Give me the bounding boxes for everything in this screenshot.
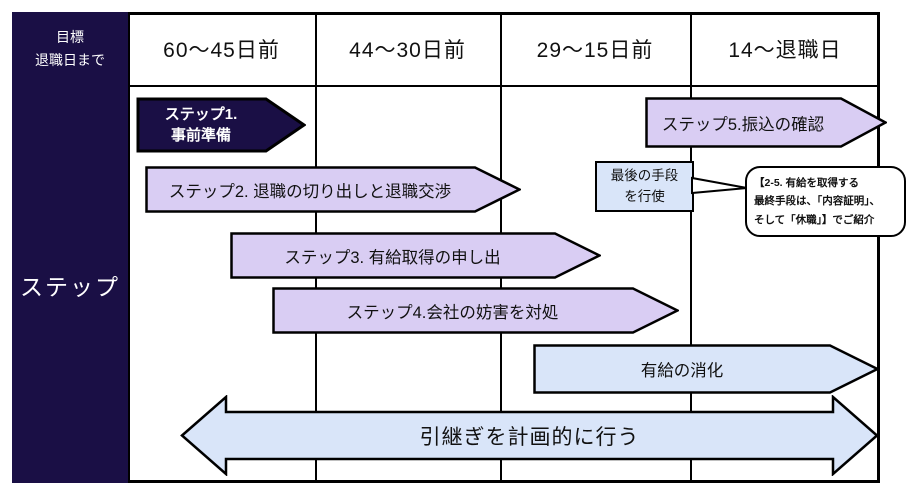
last-resort-line2: を行使	[624, 188, 665, 204]
callout-line2: 最終手段は、「内容証明」、	[754, 195, 880, 208]
callout-line1: 【2-5. 有給を取得する	[754, 176, 860, 189]
handover-double-arrow-shape	[180, 395, 879, 476]
step2-arrow: ステップ2. 退職の切り出しと退職交渉	[145, 166, 521, 213]
header-corner-line1: 目標	[56, 28, 84, 45]
step5-arrow-shape	[645, 97, 887, 148]
column-header-29-15: 29〜15日前	[536, 39, 654, 62]
step5-label: ステップ5.振込の確認	[661, 115, 825, 134]
column-header-14-last: 14〜退職日	[728, 39, 842, 62]
row-label-steps: ステップ	[12, 86, 128, 483]
last-resort-line1: 最後の手段	[610, 168, 679, 184]
grid-line-col-4	[690, 12, 692, 483]
step5-arrow: ステップ5.振込の確認	[645, 97, 887, 148]
step3-label: ステップ3. 有給取得の申し出	[284, 248, 501, 267]
paid-leave-arrow: 有給の消化	[533, 344, 879, 394]
callout-tail	[691, 176, 748, 195]
step1-arrow-shape	[136, 97, 306, 153]
column-header-44-30: 44〜30日前	[349, 39, 466, 62]
paid-leave-label: 有給の消化	[640, 362, 724, 380]
handover-double-arrow: 引継ぎを計画的に行う	[180, 395, 879, 476]
last-resort-box: 最後の手段 を行使	[595, 161, 694, 212]
paid-leave-arrow-shape	[533, 344, 879, 394]
callout-line3: そして「休職」】でご紹介	[754, 213, 875, 226]
row-label-steps-text: ステップ	[20, 273, 120, 300]
step2-arrow-shape	[145, 166, 521, 213]
step4-arrow: ステップ4.会社の妨害を対処	[272, 287, 679, 334]
step4-arrow-shape	[272, 287, 679, 334]
step2-label: ステップ2. 退職の切り出しと退職交渉	[168, 182, 452, 201]
handover-label: 引継ぎを計画的に行う	[419, 425, 640, 449]
callout-note: 【2-5. 有給を取得する 最終手段は、「内容証明」、 そして「休職」】でご紹介	[745, 166, 906, 237]
grid-line-col-1	[128, 12, 130, 483]
header-corner-cell: 目標 退職日まで	[12, 12, 128, 86]
column-header-60-45: 60〜45日前	[163, 39, 280, 62]
step1-arrow: ステップ1. 事前準備	[136, 97, 306, 153]
step1-label: ステップ1. 事前準備	[164, 106, 238, 144]
header-corner-line2: 退職日まで	[35, 52, 105, 68]
grid-line-header-bottom	[12, 85, 880, 87]
step3-arrow-shape	[230, 232, 601, 279]
step4-label: ステップ4.会社の妨害を対処	[346, 303, 559, 322]
step3-arrow: ステップ3. 有給取得の申し出	[230, 232, 601, 279]
